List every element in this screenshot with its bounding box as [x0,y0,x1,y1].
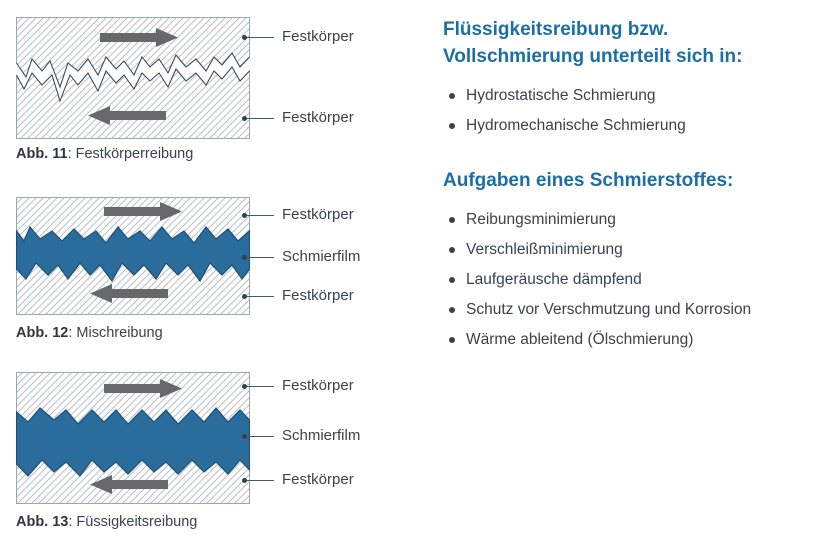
list-item: Hydrostatische Schmierung [449,81,829,111]
section-heading-fluessigkeitsreibung: Flüssigkeitsreibung bzw. Vollschmierung … [443,19,743,67]
list-item: Laufgeräusche dämpfend [449,265,829,295]
list-item: Reibungsminimierung [449,205,829,235]
figure-caption: Abb. 13: Füssigkeitsreibung [16,514,197,530]
part-label-schmierfilm: Schmierfilm [242,427,361,445]
part-label-festkoerper: Festkörper [242,377,354,395]
part-label-text: Schmierfilm [282,427,361,444]
part-label-text: Festkörper [282,28,354,45]
figure-caption: Abb. 12: Mischreibung [16,325,163,341]
list-item-text: Laufgeräusche dämpfend [466,271,642,288]
caption-number: Abb. 12 [16,325,69,341]
arrow-right-icon [100,28,178,47]
part-label-festkoerper: Festkörper [242,206,354,224]
arrow-left-icon [90,475,168,494]
festkoerperreibung-diagram [16,17,250,139]
caption-text: : Mischreibung [68,325,163,341]
part-label-schmierfilm: Schmierfilm [242,248,361,266]
arrow-left-icon [88,106,166,125]
list-item: Schutz vor Verschmutzung und Korrosion [449,295,829,325]
list-item-text: Reibungsminimierung [466,211,616,228]
leader-line [242,254,274,260]
part-label-text: Festkörper [282,206,354,223]
list-item-text: Schutz vor Verschmutzung und Korrosion [466,301,752,318]
caption-number: Abb. 13 [16,514,69,530]
list-item-text: Hydrostatische Schmierung [466,87,656,104]
part-label-text: Schmierfilm [282,248,361,265]
leader-line [242,293,274,299]
part-label-text: Festkörper [282,109,354,126]
lubricant-tasks-list: Reibungsminimierung Verschleißminimierun… [449,205,829,355]
figure-caption: Abb. 11: Festkörperreibung [16,146,193,162]
part-label-festkoerper: Festkörper [242,471,354,489]
lubricant-film [16,407,250,477]
section-heading-aufgaben: Aufgaben eines Schmierstoffes: [443,170,734,191]
lower-surface-line [16,66,250,103]
list-item-text: Hydromechanische Schmierung [466,117,686,134]
part-label-festkoerper: Festkörper [242,287,354,305]
lubrication-types-list: Hydrostatische Schmierung Hydromechanisc… [449,81,829,141]
leader-line [242,383,274,389]
list-item: Hydromechanische Schmierung [449,111,829,141]
arrow-left-icon [90,284,168,303]
list-item: Wärme ableitend (Ölschmierung) [449,325,829,355]
leader-line [242,34,274,40]
lubricant-film [16,225,250,283]
list-item-text: Wärme ableitend (Ölschmierung) [466,331,694,348]
leader-line [242,115,274,121]
leader-line [242,433,274,439]
leader-line [242,477,274,483]
leader-line [242,212,274,218]
caption-number: Abb. 11 [16,146,68,162]
lower-solid-block [16,66,250,139]
arrow-right-icon [104,379,182,398]
caption-text: : Füssigkeitsreibung [68,514,198,530]
fluessigkeitsreibung-diagram [16,372,250,504]
part-label-text: Festkörper [282,287,354,304]
list-item-text: Verschleißminimierung [466,241,623,258]
list-item: Verschleißminimierung [449,235,829,265]
arrow-right-icon [104,202,182,221]
upper-surface-line [16,52,250,89]
mischreibung-diagram [16,197,250,315]
part-label-text: Festkörper [282,377,354,394]
part-label-text: Festkörper [282,471,354,488]
caption-text: : Festkörperreibung [67,146,194,162]
part-label-festkoerper: Festkörper [242,109,354,127]
info-column: Flüssigkeitsreibung bzw. Vollschmierung … [443,16,829,355]
part-label-festkoerper: Festkörper [242,28,354,46]
